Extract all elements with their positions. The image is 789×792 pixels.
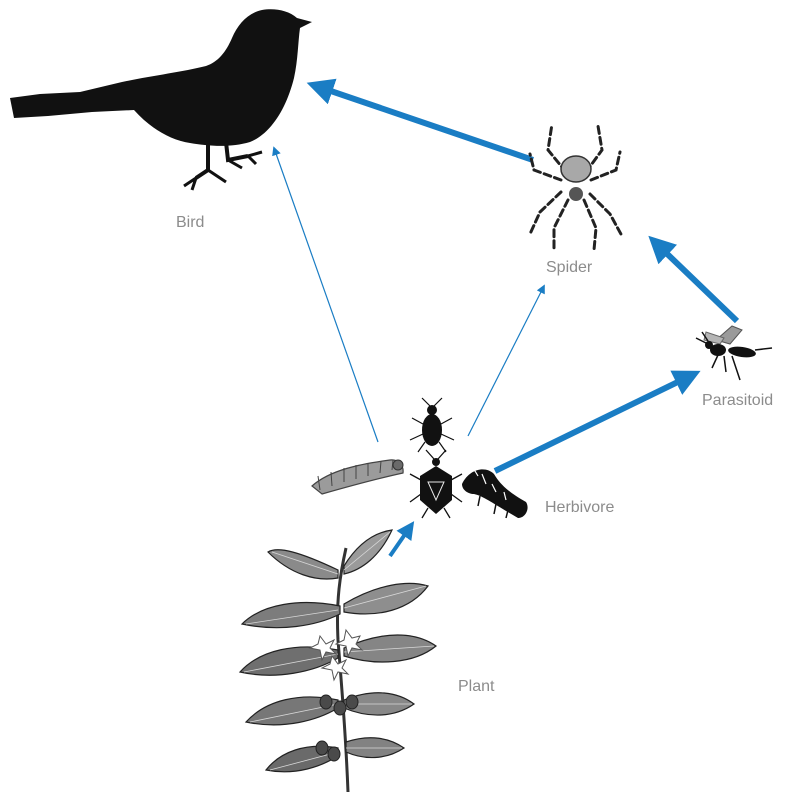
edge-spider-to-bird [322,88,533,160]
node-label-herbivore: Herbivore [545,499,614,517]
node-label-plant: Plant [458,678,494,696]
edge-herbivore-to-bird [274,148,378,442]
node-label-spider: Spider [546,259,592,277]
bird-icon [10,9,312,190]
aphid-icon [410,398,454,452]
stink-bug-icon [410,450,462,518]
spider-icon [530,124,622,250]
larva-icon [462,466,528,518]
node-label-bird: Bird [176,214,204,232]
wasp-icon [696,326,772,380]
edge-herbivore-to-parasitoid [495,378,686,471]
edge-parasitoid-to-spider [660,247,737,321]
node-label-parasitoid: Parasitoid [702,392,773,410]
herbivore-group [312,398,528,518]
edge-herbivore-to-spider [468,286,544,436]
coffee-plant-icon [240,530,436,792]
caterpillar-icon [312,460,403,494]
edge-plant-to-herbivore [390,530,408,556]
